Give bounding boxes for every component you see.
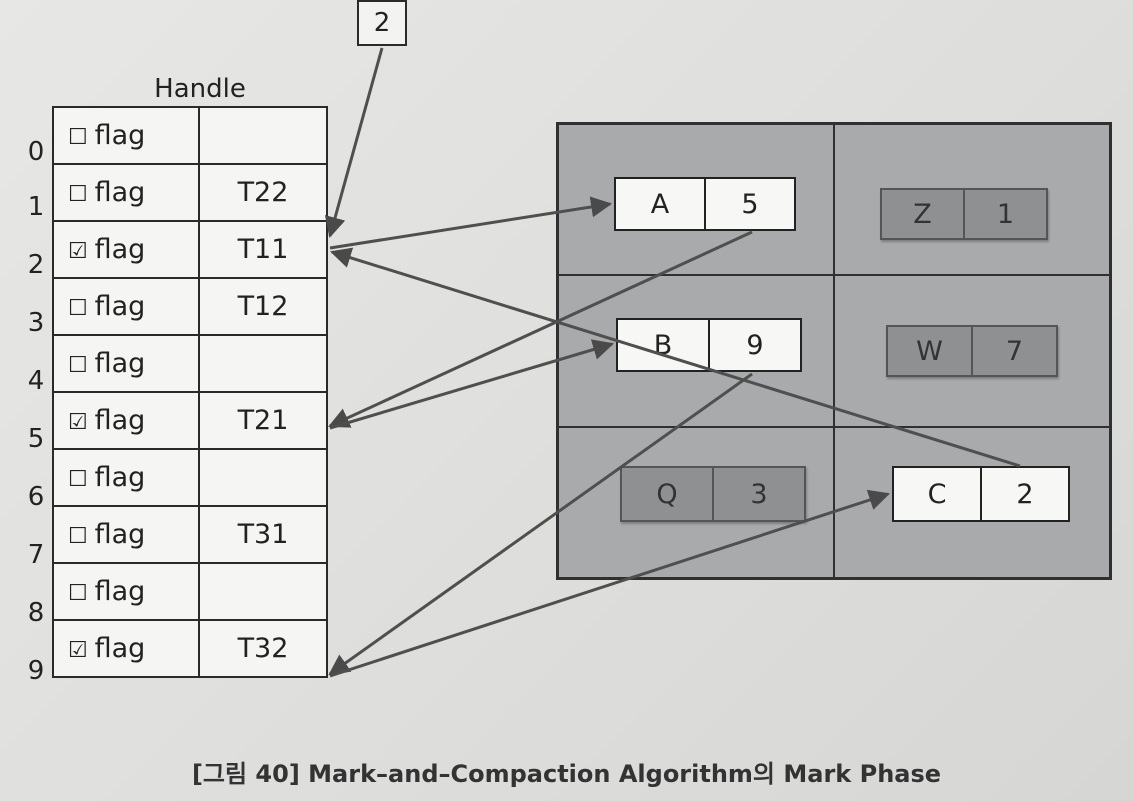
- flag-cell: ☐ flag: [52, 562, 200, 621]
- reference-cell: T12: [198, 277, 328, 336]
- handle-row: ☐ flag: [52, 334, 328, 393]
- flag-cell: ☐ flag: [52, 163, 200, 222]
- reference-cell: T22: [198, 163, 328, 222]
- handle-row: ☐ flag T12: [52, 277, 328, 336]
- object-value: 5: [704, 179, 794, 229]
- row-index: 7: [27, 540, 45, 570]
- reference-cell: T11: [198, 220, 328, 279]
- flag-label: flag: [94, 633, 146, 664]
- flag-label: flag: [94, 405, 146, 436]
- object-name: Z: [913, 198, 932, 230]
- handle-row: ☑ flag T11: [52, 220, 328, 279]
- object-value: 9: [708, 320, 800, 370]
- flag-cell: ☐ flag: [52, 448, 200, 507]
- checkbox-icon: ☐: [68, 182, 88, 207]
- handle-row: ☐ flag: [52, 448, 328, 507]
- checkbox-icon: ☑: [68, 410, 88, 435]
- reference-cell: [198, 562, 328, 621]
- handle-row: ☑ flag T32: [52, 619, 328, 678]
- handle-table: ☐ flag ☐ flag T22 ☑ flag T11 ☐ flag T12 …: [52, 106, 328, 678]
- object-value: 1: [963, 190, 1046, 238]
- flag-cell: ☐ flag: [52, 505, 200, 564]
- arrow-root-to-handle-2: [324, 47, 384, 239]
- object-name: W: [916, 335, 943, 367]
- heap-object-q: Q 3: [620, 466, 806, 522]
- flag-label: flag: [94, 291, 146, 322]
- checkbox-icon: ☐: [68, 524, 88, 549]
- object-value: 2: [980, 468, 1068, 520]
- checkbox-icon: ☐: [68, 581, 88, 606]
- checkbox-icon: ☑: [68, 239, 88, 264]
- reference-cell: [198, 334, 328, 393]
- flag-cell: ☑ flag: [52, 619, 200, 678]
- flag-label: flag: [94, 519, 146, 550]
- checkbox-icon: ☐: [68, 125, 88, 150]
- checkbox-icon: ☐: [68, 467, 88, 492]
- row-index: 3: [27, 308, 45, 338]
- handle-row: ☑ flag T21: [52, 391, 328, 450]
- flag-cell: ☐ flag: [52, 106, 200, 165]
- heap-object-a: A 5: [614, 177, 796, 231]
- row-index: 4: [27, 366, 45, 396]
- flag-cell: ☐ flag: [52, 334, 200, 393]
- checkbox-icon: ☐: [68, 296, 88, 321]
- flag-label: flag: [94, 576, 146, 607]
- object-name: B: [653, 329, 673, 361]
- figure-caption: [그림 40] Mark–and–Compaction Algorithm의 M…: [191, 760, 942, 788]
- flag-cell: ☑ flag: [52, 220, 200, 279]
- object-value: 7: [971, 327, 1056, 375]
- flag-label: flag: [94, 348, 146, 379]
- root-pointer-value: 2: [373, 8, 391, 38]
- flag-label: flag: [94, 462, 146, 493]
- root-pointer-box: 2: [357, 0, 407, 46]
- reference-cell: T32: [198, 619, 328, 678]
- heap-object-w: W 7: [886, 325, 1058, 377]
- checkbox-icon: ☐: [68, 353, 88, 378]
- row-index: 8: [27, 598, 45, 628]
- row-index: 6: [27, 482, 45, 512]
- checkbox-icon: ☑: [68, 638, 88, 663]
- object-name: C: [927, 478, 947, 510]
- flag-label: flag: [94, 120, 146, 151]
- handle-row: ☐ flag T22: [52, 163, 328, 222]
- row-index: 1: [27, 192, 45, 222]
- reference-cell: T21: [198, 391, 328, 450]
- row-index: 0: [27, 137, 45, 167]
- reference-cell: T31: [198, 505, 328, 564]
- handle-row: ☐ flag: [52, 106, 328, 165]
- flag-label: flag: [94, 234, 146, 265]
- handle-row: ☐ flag: [52, 562, 328, 621]
- flag-cell: ☐ flag: [52, 277, 200, 336]
- handle-title: Handle: [154, 74, 246, 104]
- heap-object-b: B 9: [616, 318, 802, 372]
- object-value: 3: [712, 468, 804, 520]
- object-name: A: [650, 188, 670, 220]
- reference-cell: [198, 448, 328, 507]
- row-index: 2: [27, 250, 45, 280]
- flag-cell: ☑ flag: [52, 391, 200, 450]
- flag-label: flag: [94, 177, 146, 208]
- heap-object-z: Z 1: [880, 188, 1048, 240]
- row-index: 5: [27, 424, 45, 454]
- reference-cell: [198, 106, 328, 165]
- object-name: Q: [656, 478, 678, 510]
- heap-object-c: C 2: [892, 466, 1070, 522]
- row-index: 9: [27, 656, 45, 686]
- handle-row: ☐ flag T31: [52, 505, 328, 564]
